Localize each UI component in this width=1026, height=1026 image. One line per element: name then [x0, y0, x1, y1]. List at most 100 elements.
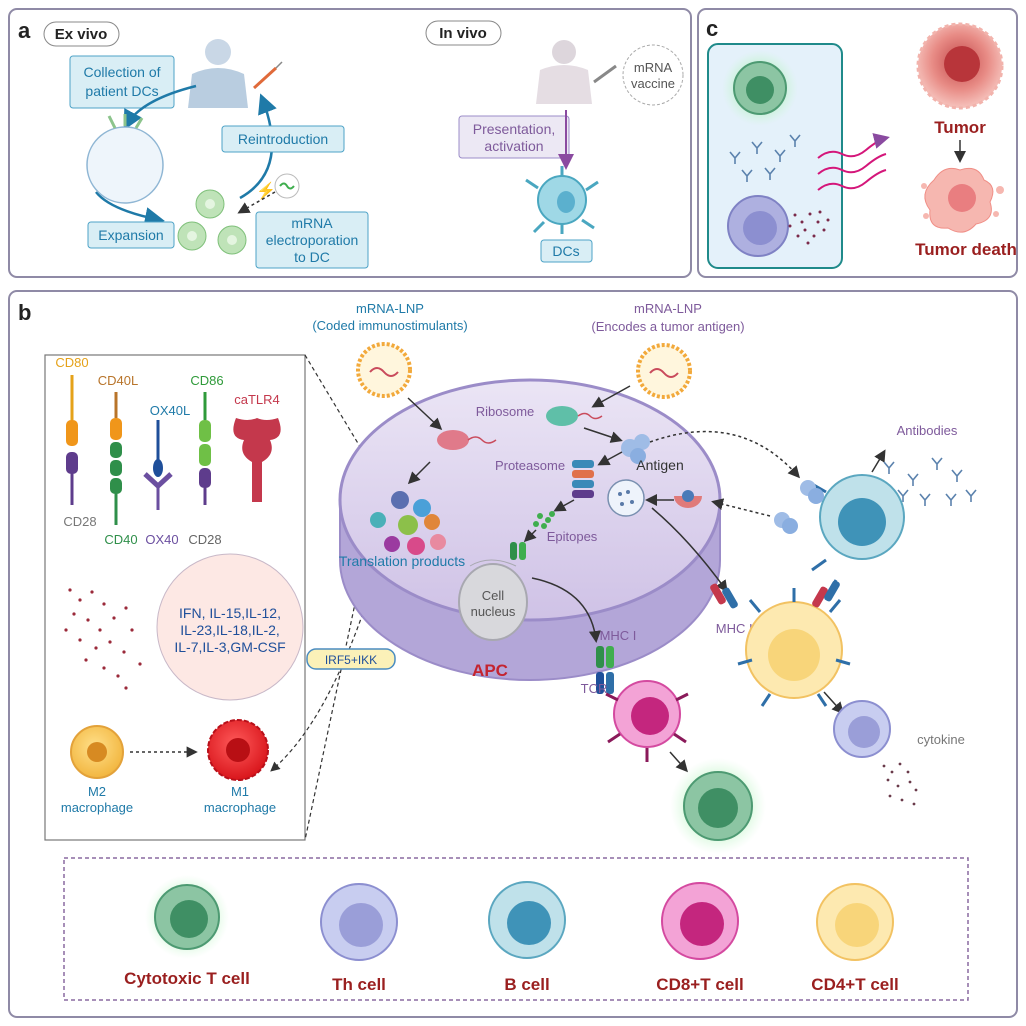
cytokines-line-3: IL-7,IL-3,GM-CSF — [174, 639, 285, 655]
endosome-icon — [607, 479, 645, 517]
legend-item-cd4-t-cell: CD4+T cell — [811, 883, 899, 994]
legend-label-cd8: CD8+T cell — [656, 975, 743, 994]
ex-vivo-tag — [43, 21, 120, 47]
apc-label: APC — [472, 661, 508, 680]
antigen-label: Antigen — [636, 457, 683, 473]
th-cell-b-icon — [833, 700, 891, 758]
translation-products-icon — [370, 491, 446, 555]
epitopes-icon — [533, 511, 555, 529]
nucleus-label-2: nucleus — [471, 604, 516, 619]
in-vivo-label: In vivo — [439, 25, 487, 42]
ribosome-label: Ribosome — [476, 404, 535, 419]
cell-nucleus-icon — [458, 559, 528, 641]
antigen-icon — [621, 434, 650, 464]
translation-products-label: Translation products — [339, 553, 465, 569]
electroporation-label-3: to DC — [294, 249, 330, 265]
cd40-label: CD40 — [104, 532, 137, 547]
signal-waves-icon — [817, 133, 890, 191]
lnp-particle-2-icon — [636, 343, 692, 399]
irf5-badge — [306, 648, 396, 670]
expansion-box — [87, 221, 175, 249]
inset-connector-bottom — [270, 579, 375, 772]
epitopes-label: Epitopes — [547, 529, 598, 544]
tumor-death-label: Tumor death — [915, 240, 1017, 259]
vaccine-bubble — [622, 44, 684, 106]
receptor-cd86-cd28-icon — [199, 392, 211, 505]
legend-item-th-cell: Th cell — [320, 883, 398, 994]
cd8-t-cell-center-icon — [605, 680, 689, 762]
antibodies-label: Antibodies — [897, 423, 958, 438]
legend-item-cytotoxic-t-cell: Cytotoxic T cell — [124, 875, 250, 988]
reintroduction-label: Reintroduction — [238, 131, 328, 147]
dc-cell-icon — [86, 126, 164, 204]
dc-teal-icon — [525, 166, 599, 234]
dcs-label: DCs — [552, 243, 579, 259]
panel-c: c Tumor — [697, 8, 1018, 278]
expansion-label: Expansion — [98, 227, 163, 243]
vaccine-label-2: vaccine — [631, 76, 675, 91]
m2-label-1: M2 — [88, 784, 106, 799]
tumor-label: Tumor — [934, 118, 986, 137]
lnp2-title-2: (Encodes a tumor antigen) — [591, 319, 744, 334]
mhc2-complex-icon — [710, 583, 738, 609]
receptor-cd40l-cd40-icon — [110, 392, 122, 525]
panel-c-letter: c — [706, 16, 718, 41]
cd80-label: CD80 — [55, 355, 88, 370]
bcr-mhc2-link-icon — [812, 580, 840, 608]
panel-b: b mRNA-LNP (Coded immunostimulants) mRNA… — [8, 290, 1018, 1018]
mhc1-label: MHC I — [600, 628, 637, 643]
m1-macrophage-icon — [207, 719, 269, 781]
cd86-label: CD86 — [190, 373, 223, 388]
reintroduction-box — [221, 125, 345, 153]
cd28-label-b: CD28 — [188, 532, 221, 547]
panel-a-letter: a — [18, 18, 31, 43]
legend-label-th: Th cell — [332, 975, 386, 994]
tumor-death-icon — [921, 167, 1004, 233]
ox40-label: OX40 — [145, 532, 178, 547]
cytokine-label: cytokine — [917, 732, 965, 747]
presentation-box — [458, 115, 570, 159]
apc-cell — [338, 378, 722, 681]
syringe-icon — [593, 64, 617, 84]
electroporation-box — [255, 211, 369, 269]
irf5-label: IRF5+IKK — [325, 653, 377, 667]
tcr-label: TCR — [581, 681, 608, 696]
presentation-label-2: activation — [484, 138, 543, 154]
legend-label-b: B cell — [504, 975, 549, 994]
m2-macrophage-icon — [70, 725, 124, 779]
electroporation-label-1: mRNA — [291, 215, 333, 231]
legend-item-cd8-t-cell: CD8+T cell — [656, 882, 744, 994]
arrow-reintroduction — [239, 93, 277, 200]
in-vivo-tag — [425, 20, 502, 46]
mhc1-tcr-complex-icon — [596, 646, 614, 694]
panel-b-letter: b — [18, 300, 31, 325]
m2-label-2: macrophage — [61, 800, 133, 815]
lnp2-title-1: mRNA-LNP — [634, 301, 702, 316]
antibody-cluster-icon — [729, 134, 801, 182]
presentation-label-1: Presentation, — [473, 121, 556, 137]
arrow-expansion — [95, 191, 165, 227]
receptor-cd80-cd28-icon — [66, 375, 78, 505]
legend-item-b-cell: B cell — [488, 881, 566, 994]
mhc1-inner-icon — [510, 542, 526, 560]
inset-cytokine-dots — [64, 588, 142, 690]
lnp-particle-1-icon — [356, 342, 412, 398]
panel-a: a Ex vivo In vivo Collection of patient … — [8, 8, 692, 278]
nucleus-label-1: Cell — [482, 588, 505, 603]
patient-figure-icon — [188, 39, 283, 108]
cytotoxic-t-cell-center-icon — [670, 758, 766, 854]
lightning-icon: ⚡ — [256, 181, 276, 200]
antibodies-icon — [883, 457, 977, 506]
vaccine-label-1: mRNA — [634, 60, 673, 75]
dc-cluster-icon — [177, 189, 247, 255]
ex-vivo-label: Ex vivo — [55, 26, 108, 43]
lysosome-icon — [674, 490, 702, 508]
ox40l-label: OX40L — [150, 403, 190, 418]
cd40l-label: CD40L — [98, 373, 138, 388]
lnp1-title-1: mRNA-LNP — [356, 301, 424, 316]
proteasome-label: Proteasome — [495, 458, 565, 473]
lnp1-title-2: (Coded immunostimulants) — [312, 318, 467, 333]
mhc2-label: MHC II — [716, 621, 756, 636]
ribosome-1-icon — [437, 430, 497, 450]
